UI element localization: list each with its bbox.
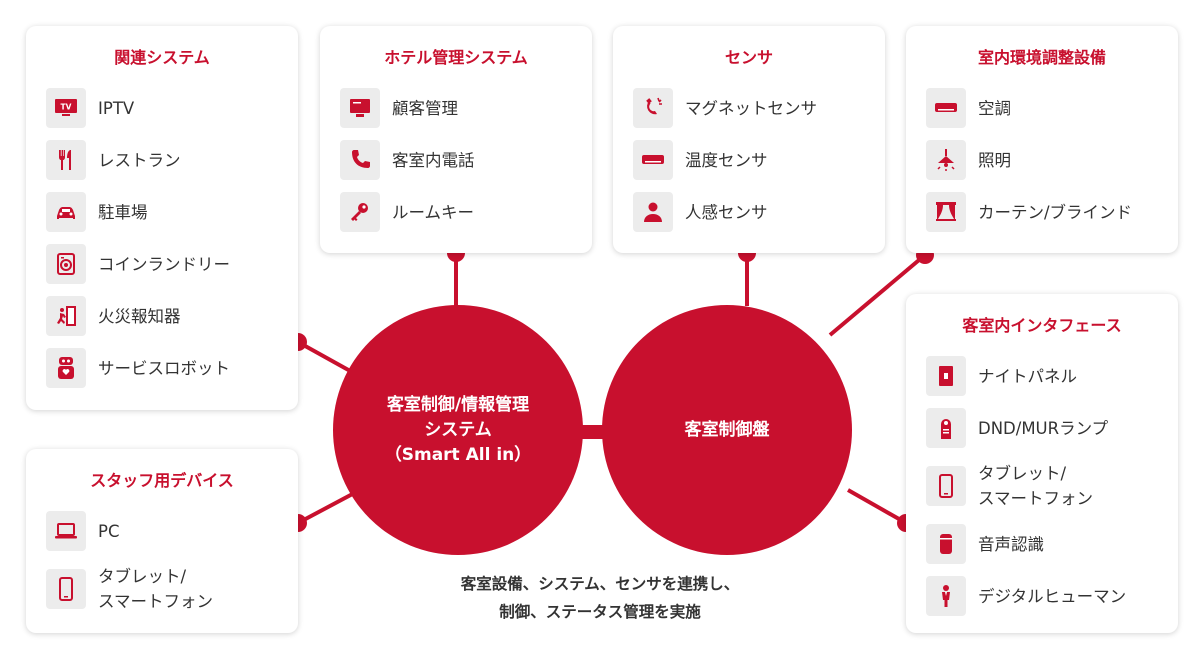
list-item: 火災報知器 bbox=[46, 290, 288, 342]
list-item: タブレット/ スマートフォン bbox=[926, 454, 1168, 518]
car-icon bbox=[46, 192, 86, 232]
related-systems-card: 関連システム TV IPTV レストラン 駐車場 コインランドリー 火災報知器 … bbox=[26, 26, 298, 410]
list-item: カーテン/ブラインド bbox=[926, 186, 1168, 238]
ceiling-lamp-icon bbox=[926, 140, 966, 180]
hotel-management-list: 顧客管理 客室内電話 ルームキー bbox=[340, 82, 582, 238]
item-label: カーテン/ブラインド bbox=[978, 202, 1133, 222]
room-environment-list: 空調 照明 カーテン/ブラインド bbox=[926, 82, 1168, 238]
list-item: タブレット/ スマートフォン bbox=[46, 557, 288, 621]
door-hanger-icon bbox=[926, 408, 966, 448]
staff-devices-title: スタッフ用デバイス bbox=[90, 471, 234, 490]
list-item: 客室内電話 bbox=[340, 134, 582, 186]
tv-icon: TV bbox=[46, 88, 86, 128]
item-label: DND/MURランプ bbox=[978, 418, 1109, 438]
list-item: 人感センサ bbox=[633, 186, 875, 238]
washing-machine-icon bbox=[46, 244, 86, 284]
room-environment-title: 室内環境調整設備 bbox=[977, 48, 1106, 67]
hotel-management-title: ホテル管理システム bbox=[384, 48, 528, 67]
connector-interface bbox=[847, 488, 907, 525]
diagram-caption: 客室設備、システム、センサを連携し、 制御、ステータス管理を実施 bbox=[460, 575, 740, 621]
magnet-icon bbox=[633, 88, 673, 128]
fork-knife-icon bbox=[46, 140, 86, 180]
item-label: コインランドリー bbox=[98, 254, 230, 274]
item-label: タブレット/ スマートフォン bbox=[98, 567, 214, 611]
connector-environment bbox=[828, 253, 927, 337]
item-label: 火災報知器 bbox=[98, 306, 181, 326]
list-item: DND/MURランプ bbox=[926, 402, 1168, 454]
staff-devices-card: スタッフ用デバイス PC タブレット/ スマートフォン bbox=[26, 449, 298, 633]
key-icon bbox=[340, 192, 380, 232]
staff-devices-list: PC タブレット/ スマートフォン bbox=[46, 505, 288, 621]
smartphone-icon bbox=[46, 569, 86, 609]
phone-icon bbox=[340, 140, 380, 180]
control-panel-circle: 客室制御盤 bbox=[602, 305, 852, 555]
related-systems-title: 関連システム bbox=[114, 48, 210, 67]
list-item: コインランドリー bbox=[46, 238, 288, 290]
list-item: TV IPTV bbox=[46, 82, 288, 134]
item-label: マグネットセンサ bbox=[685, 98, 817, 118]
air-conditioner-icon bbox=[926, 88, 966, 128]
list-item: 顧客管理 bbox=[340, 82, 582, 134]
item-label: デジタルヒューマン bbox=[978, 586, 1127, 606]
list-item: レストラン bbox=[46, 134, 288, 186]
sensor-card: センサ マグネットセンサ 温度センサ 人感センサ bbox=[613, 26, 885, 253]
in-room-interface-card: 客室内インタフェース ナイトパネル DND/MURランプ タブレット/ スマート… bbox=[906, 294, 1178, 633]
item-label: 駐車場 bbox=[98, 202, 148, 222]
list-item: 温度センサ bbox=[633, 134, 875, 186]
related-systems-list: TV IPTV レストラン 駐車場 コインランドリー 火災報知器 サービスロボッ… bbox=[46, 82, 288, 394]
list-item: PC bbox=[46, 505, 288, 557]
sensor-list: マグネットセンサ 温度センサ 人感センサ bbox=[633, 82, 875, 238]
list-item: 照明 bbox=[926, 134, 1168, 186]
fire-exit-icon bbox=[46, 296, 86, 336]
list-item: 空調 bbox=[926, 82, 1168, 134]
item-label: サービスロボット bbox=[98, 358, 230, 378]
item-label: 顧客管理 bbox=[392, 98, 458, 118]
list-item: ナイトパネル bbox=[926, 350, 1168, 402]
item-label: 空調 bbox=[978, 98, 1011, 118]
item-label: レストラン bbox=[98, 150, 181, 170]
list-item: サービスロボット bbox=[46, 342, 288, 394]
list-item: ルームキー bbox=[340, 186, 582, 238]
list-item: マグネットセンサ bbox=[633, 82, 875, 134]
item-label: ナイトパネル bbox=[978, 366, 1077, 386]
list-item: 駐車場 bbox=[46, 186, 288, 238]
item-label: 人感センサ bbox=[685, 202, 768, 222]
smart-speaker-icon bbox=[926, 524, 966, 564]
item-label: ルームキー bbox=[392, 202, 475, 222]
list-item: 音声認識 bbox=[926, 518, 1168, 570]
item-label: PC bbox=[98, 521, 120, 541]
item-label: タブレット/ スマートフォン bbox=[978, 464, 1094, 508]
item-label: 照明 bbox=[978, 150, 1011, 170]
laptop-icon bbox=[46, 511, 86, 551]
hotel-management-card: ホテル管理システム 顧客管理 客室内電話 ルームキー bbox=[320, 26, 592, 253]
in-room-interface-title: 客室内インタフェース bbox=[962, 316, 1122, 335]
in-room-interface-list: ナイトパネル DND/MURランプ タブレット/ スマートフォン 音声認識 デジ… bbox=[926, 350, 1168, 622]
sensor-title: センサ bbox=[724, 48, 773, 67]
item-label: 温度センサ bbox=[685, 150, 768, 170]
switch-panel-icon bbox=[926, 356, 966, 396]
room-environment-card: 室内環境調整設備 空調 照明 カーテン/ブラインド bbox=[906, 26, 1178, 253]
smartphone-icon bbox=[926, 466, 966, 506]
curtain-icon bbox=[926, 192, 966, 232]
item-label: 客室内電話 bbox=[392, 150, 475, 170]
list-item: デジタルヒューマン bbox=[926, 570, 1168, 622]
monitor-icon bbox=[340, 88, 380, 128]
svg-text:TV: TV bbox=[61, 103, 72, 112]
item-label: 音声認識 bbox=[978, 534, 1044, 554]
connector-staff bbox=[297, 488, 361, 525]
digital-human-icon bbox=[926, 576, 966, 616]
person-icon bbox=[633, 192, 673, 232]
control-system-circle: 客室制御/情報管理 システム （Smart All in） bbox=[333, 305, 583, 555]
robot-icon bbox=[46, 348, 86, 388]
item-label: IPTV bbox=[98, 98, 135, 118]
air-conditioner-icon bbox=[633, 140, 673, 180]
